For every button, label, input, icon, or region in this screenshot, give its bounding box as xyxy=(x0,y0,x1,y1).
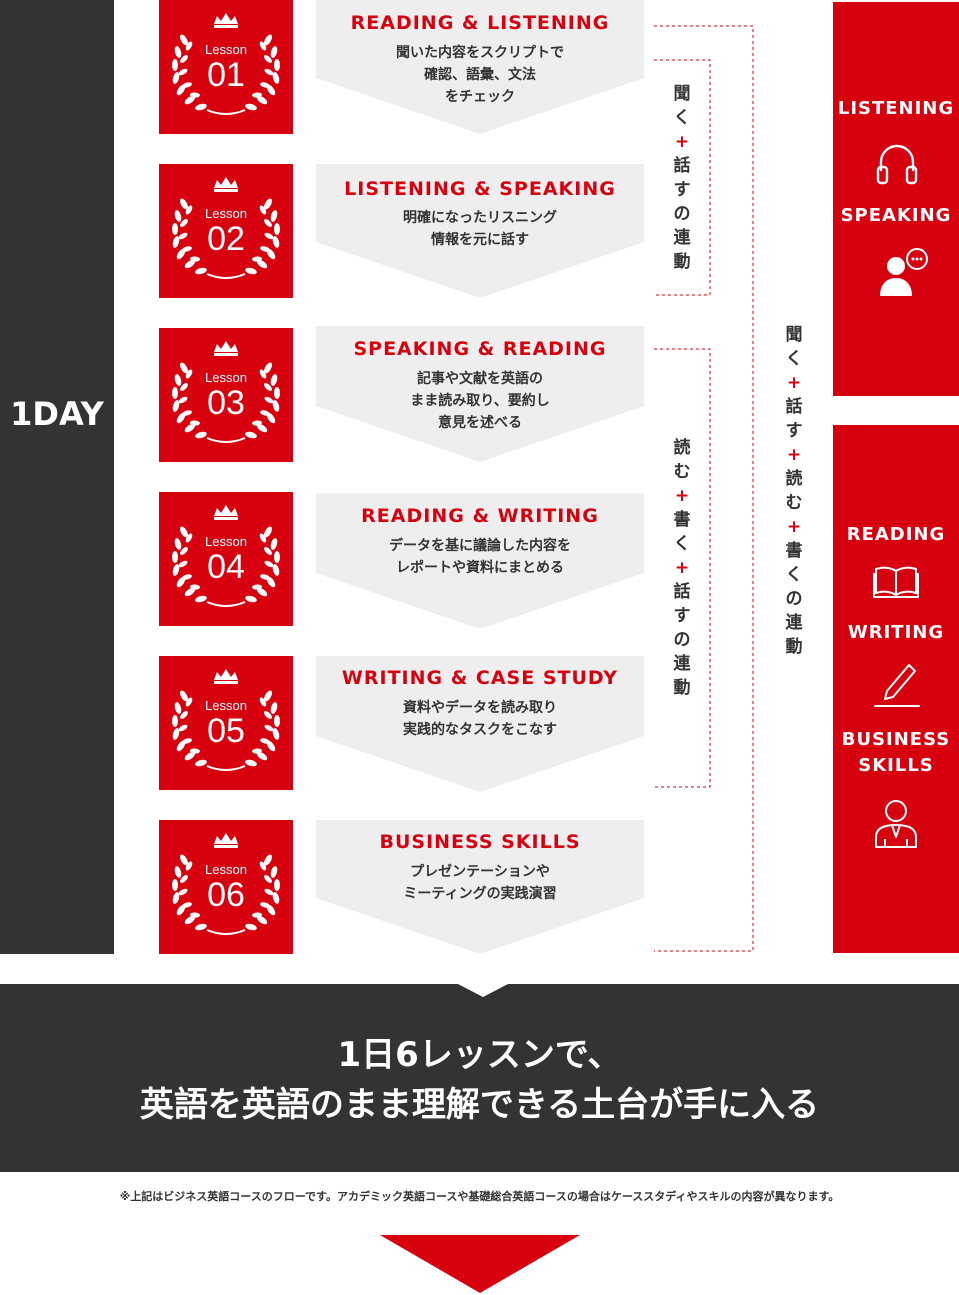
lesson-card-01: READING & LISTENING 聞いた内容をスクリプトで確認、語彙、文法… xyxy=(316,0,644,134)
link-label-all: 聞く+話す+読む+書くの連動 xyxy=(785,325,803,657)
lesson-description: 記事や文献を英語のまま読み取り、要約し意見を述べる xyxy=(410,371,550,431)
lesson-description: 明確になったリスニング情報を元に話す xyxy=(403,210,557,248)
lesson-description: 聞いた内容をスクリプトで確認、語彙、文法をチェック xyxy=(396,45,564,105)
footnote: ※上記はビジネス英語コースのフローです。アカデミック英語コースや基礎総合英語コー… xyxy=(119,1190,840,1203)
lesson-card-03: SPEAKING & READING 記事や文献を英語のまま読み取り、要約し意見… xyxy=(316,326,644,462)
lesson-title: READING & WRITING xyxy=(361,505,599,527)
lesson-word: Lesson xyxy=(205,698,247,713)
lesson-word: Lesson xyxy=(205,862,247,877)
lesson-title: BUSINESS SKILLS xyxy=(379,831,581,853)
chevron-card-shape xyxy=(316,0,644,134)
bracket-connectors xyxy=(654,25,754,952)
lesson-title: WRITING & CASE STUDY xyxy=(341,667,619,689)
lesson-badge-02: Lesson 02 xyxy=(159,164,293,298)
lesson-word: Lesson xyxy=(205,534,247,549)
lesson-number: 06 xyxy=(207,876,245,914)
lesson-badge-05: Lesson 05 xyxy=(159,656,293,790)
lesson-number: 02 xyxy=(207,220,245,258)
lesson-description: プレゼンテーションやミーティングの実践演習 xyxy=(403,864,557,902)
bracket-all xyxy=(654,25,754,952)
lesson-badge-03: Lesson 03 xyxy=(159,328,293,462)
lesson-word: Lesson xyxy=(205,42,247,57)
headphones-icon xyxy=(876,144,918,185)
lesson-card-02: LISTENING & SPEAKING 明確になったリスニング情報を元に話す xyxy=(316,164,644,298)
summary-headline: 1日6レッスンで、英語を英語のまま理解できる土台が手に入る xyxy=(139,1035,820,1125)
lesson-word: Lesson xyxy=(205,370,247,385)
lesson-title: LISTENING & SPEAKING xyxy=(344,178,616,200)
lesson-card-04: READING & WRITING データを基に議論した内容をレポートや資料にま… xyxy=(316,493,644,629)
link-label-read-write-speak: 読む+書く+話すの連動 xyxy=(673,438,691,698)
lesson-number: 03 xyxy=(207,384,245,422)
day-bar xyxy=(0,0,114,954)
summary-notch xyxy=(456,983,510,997)
skill-label-reading: READING xyxy=(846,524,946,545)
lesson-title: SPEAKING & READING xyxy=(353,338,607,360)
bracket-read-write-speak xyxy=(654,348,711,788)
lesson-badge-06: Lesson 06 xyxy=(159,820,293,954)
lesson-number: 05 xyxy=(207,712,245,750)
summary-band xyxy=(0,984,959,1172)
chevron-card-shape xyxy=(316,164,644,298)
lesson-description: データを基に議論した内容をレポートや資料にまとめる xyxy=(389,538,571,576)
lesson-badge-01: Lesson 01 xyxy=(159,0,293,134)
chevron-card-shape xyxy=(316,820,644,954)
bracket-listen-speak xyxy=(654,59,711,296)
link-label-listen-speak: 聞く+話すの連動 xyxy=(673,84,691,272)
lesson-description: 資料やデータを読み取り実践的なタスクをこなす xyxy=(403,700,557,738)
down-arrow-icon xyxy=(380,1235,580,1293)
book-icon xyxy=(873,566,919,598)
day-label: 1DAY xyxy=(10,395,104,433)
speaker-icon xyxy=(880,248,928,296)
lesson-number: 04 xyxy=(207,548,245,586)
businessperson-icon xyxy=(875,800,917,848)
chevron-card-shape xyxy=(316,656,644,792)
lesson-word: Lesson xyxy=(205,206,247,221)
lesson-number: 01 xyxy=(207,56,245,94)
lesson-badge-04: Lesson 04 xyxy=(159,492,293,626)
chevron-card-shape xyxy=(316,493,644,629)
chevron-card-shape xyxy=(316,326,644,462)
lesson-card-06: BUSINESS SKILLS プレゼンテーションやミーティングの実践演習 xyxy=(316,820,644,954)
skill-label-speaking: SPEAKING xyxy=(840,205,952,226)
lesson-title: READING & LISTENING xyxy=(350,12,610,34)
lesson-card-05: WRITING & CASE STUDY 資料やデータを読み取り実践的なタスクを… xyxy=(316,656,644,792)
skill-label-writing: WRITING xyxy=(847,622,945,643)
skill-panel-listening-speaking: LISTENING SPEAKING xyxy=(833,2,959,396)
pen-icon xyxy=(874,664,920,707)
skill-label-listening: LISTENING xyxy=(837,98,955,119)
